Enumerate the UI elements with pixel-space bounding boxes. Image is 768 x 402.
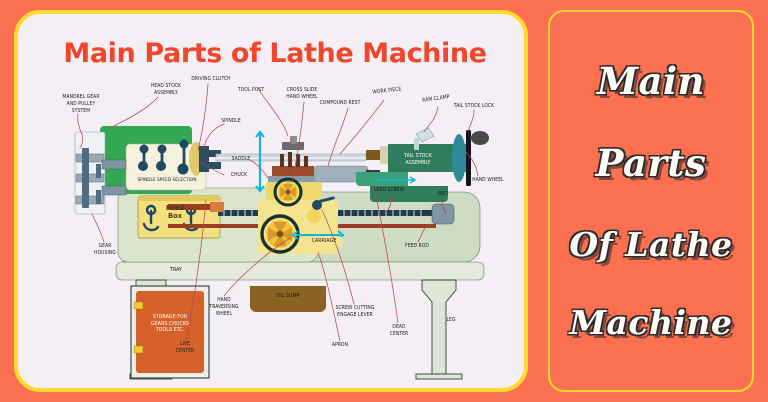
- label-feed-box: Feed Box: [165, 204, 185, 221]
- label-screw-cutting-engage-lever: SCREW CUTTING ENGAGE LEVER: [335, 305, 375, 318]
- label-spindle: SPINDLE: [221, 118, 241, 124]
- title-line-4: Machine: [569, 302, 733, 342]
- label-feed-rod: FEED ROD: [405, 243, 429, 249]
- title-line-1: Main: [597, 59, 705, 104]
- label-lead-screw: LEAD SCREW: [373, 187, 405, 193]
- label-leg: LEG: [446, 317, 456, 323]
- label-spindle-speed-selection: SPINDLE SPEED SELECTION: [137, 178, 197, 183]
- label-cross-slide-hand-wheel: CROSS SLIDE HAND WHEEL: [286, 87, 318, 100]
- label-oil-sump: OIL SUMP: [276, 293, 300, 299]
- label-live-center: LIVE CENTER: [175, 341, 195, 354]
- label-gear-housing: GEAR HOUSING: [94, 243, 116, 256]
- title-line-3: Of Lathe: [569, 224, 733, 264]
- label-compound-rest: COMPOUND REST: [319, 100, 361, 106]
- title-line-2: Parts: [595, 141, 707, 186]
- label-bed: BED: [438, 191, 448, 197]
- label-dead-center: DEAD CENTER: [389, 324, 409, 337]
- label-head-stock-assembly: HEAD STOCK ASSEMBLY: [150, 83, 182, 96]
- label-hand-wheel: HAND WHEEL: [472, 177, 504, 183]
- label-driving-clutch: DRIVING CLUTCH: [191, 76, 231, 82]
- page-title: Main Parts of Lathe Machine: [63, 38, 487, 69]
- diagram-panel: Main Parts of Lathe Machine: [14, 10, 528, 392]
- label-saddle: SADDLE: [231, 156, 251, 162]
- label-apron: APRON: [331, 342, 349, 348]
- label-hand-traversing-wheel: HAND TRAVERSING WHEEL: [209, 297, 239, 317]
- label-storage-for-gears-chucks-tools: STORAGE FOR GEARS CHUCKS TOOLS ETC.: [150, 314, 190, 333]
- label-tray: TRAY: [170, 267, 182, 273]
- label-mandrel-gear-and-pulley-system: MANDREL GEAR AND PULLEY SYSTEM: [62, 94, 100, 114]
- lathe-machine-diagram: MANDREL GEAR AND PULLEY SYSTEM HEAD STOC…: [18, 14, 524, 388]
- title-panel: Main Parts Of Lathe Machine: [548, 10, 754, 392]
- label-carriage: CARRIAGE: [311, 238, 337, 244]
- label-tail-stock-lock: TAIL STOCK LOCK: [453, 103, 495, 109]
- label-tail-stock-assembly: TAIL STOCK ASSEMBLY: [404, 153, 432, 166]
- label-tool-post: TOOL POST: [237, 87, 265, 93]
- lathe-illustration: [74, 83, 489, 380]
- label-chuck: CHUCK: [230, 172, 248, 178]
